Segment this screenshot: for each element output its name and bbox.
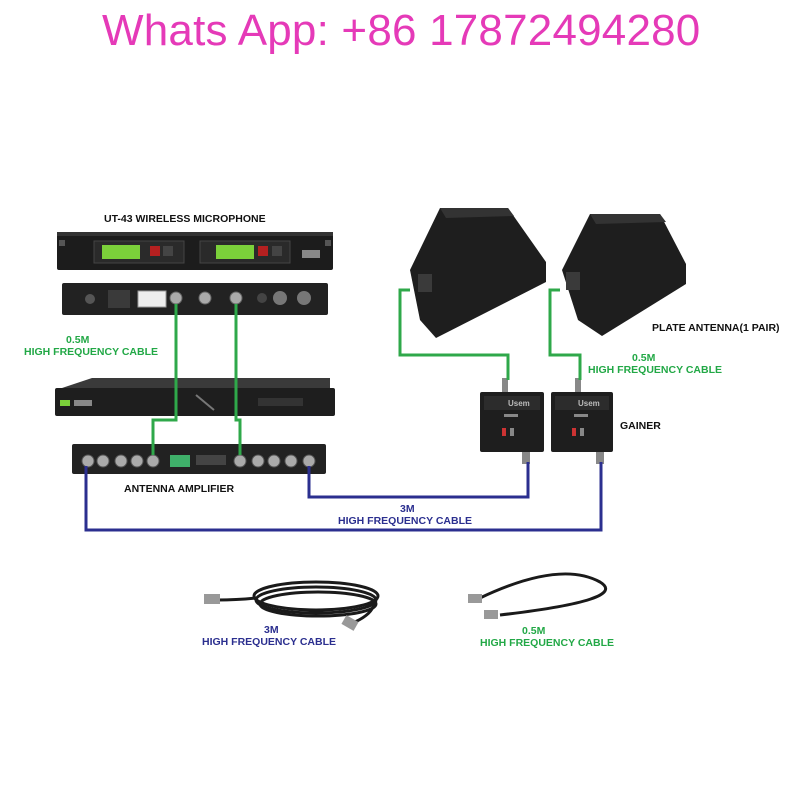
blue-cable-mid (307, 462, 530, 499)
label-microphone: UT-43 WIRELESS MICROPHONE (104, 213, 266, 225)
receiver-front-panel (57, 232, 333, 270)
bnc-connector-0-5m-left (468, 594, 482, 603)
label-plate-antenna: PLATE ANTENNA(1 PAIR) (652, 322, 780, 334)
label-cable-mid-len: 3M (400, 503, 415, 515)
whatsapp-banner: Whats App: +86 17872494280 (102, 6, 701, 55)
plate-antenna-left (410, 208, 546, 338)
bnc-connector-3m-right (341, 615, 359, 631)
gainer-right-brand: Usem (578, 399, 600, 408)
bnc-connector-0-5m-right (484, 610, 498, 619)
receiver-screen-2 (216, 245, 254, 259)
label-cable-left-desc: HIGH FREQUENCY CABLE (24, 346, 158, 358)
label-cable-br-len: 0.5M (522, 625, 546, 637)
distribution-unit (55, 378, 335, 416)
receiver-back-panel (62, 283, 328, 315)
label-cable-right-len: 0.5M (632, 352, 656, 364)
label-cable-bl-len: 3M (264, 624, 279, 636)
green-cable-receiver-amp-1 (151, 304, 178, 455)
bnc-connector-3m-left (204, 594, 220, 604)
green-cable-receiver-amp-2 (234, 304, 242, 455)
green-cables (151, 288, 582, 455)
short-cable-0-5m (479, 572, 607, 617)
gainer-left-brand: Usem (508, 399, 530, 408)
label-cable-br-desc: HIGH FREQUENCY CABLE (480, 637, 614, 649)
gainer-left: Usem (480, 378, 544, 464)
green-cable-antenna-left (398, 288, 510, 380)
label-cable-bl-desc: HIGH FREQUENCY CABLE (202, 636, 336, 648)
blue-cable-long (84, 462, 603, 532)
label-cable-right-desc: HIGH FREQUENCY CABLE (588, 364, 722, 376)
label-antenna-amplifier: ANTENNA AMPLIFIER (124, 483, 235, 495)
plate-antenna-right (562, 214, 686, 336)
label-cable-left-len: 0.5M (66, 334, 90, 346)
gainer-right: Usem (551, 378, 613, 464)
receiver-screen-1 (102, 245, 140, 259)
green-cable-antenna-right (548, 288, 582, 380)
coiled-cable-3m (217, 580, 380, 624)
blue-cables (84, 462, 603, 532)
label-cable-mid-desc: HIGH FREQUENCY CABLE (338, 515, 472, 527)
label-gainer: GAINER (620, 420, 661, 432)
antenna-amplifier (72, 444, 326, 474)
